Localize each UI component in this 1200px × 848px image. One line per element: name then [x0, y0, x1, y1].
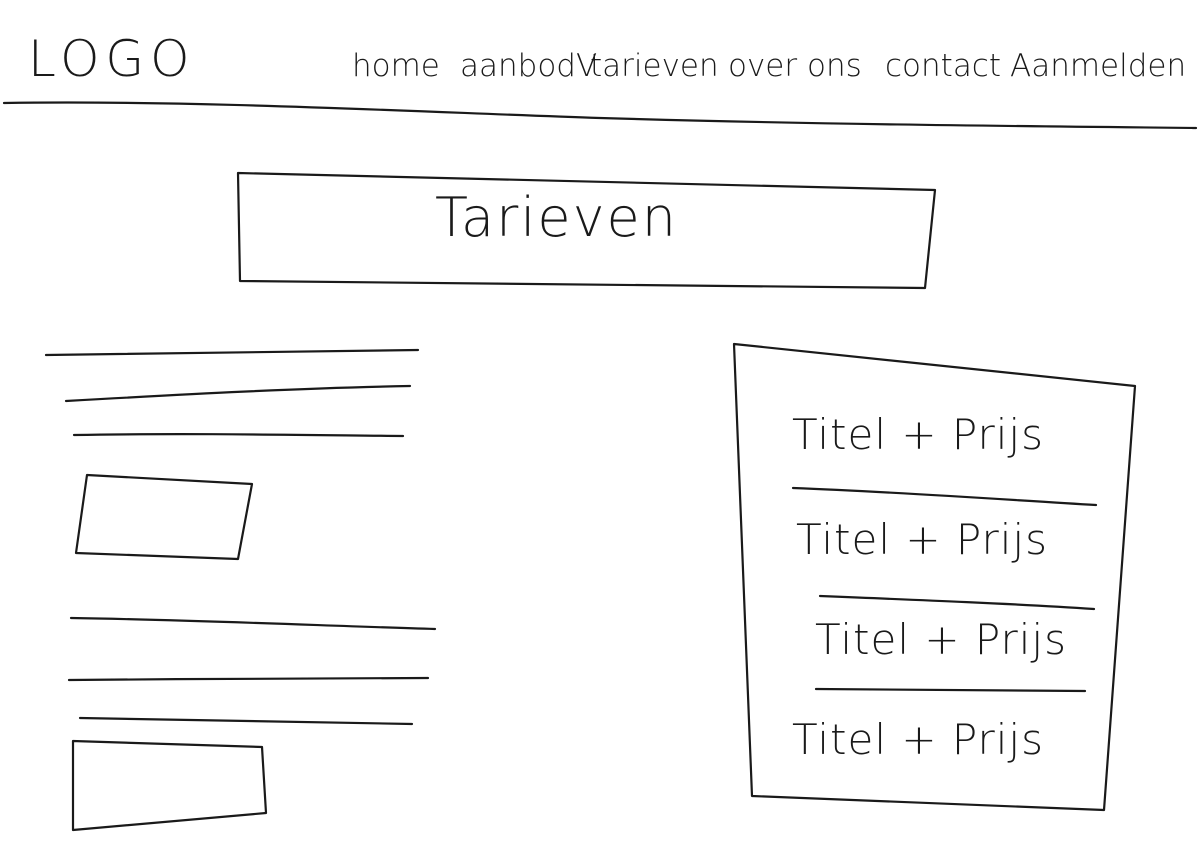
- hero-box: [236, 171, 937, 290]
- price-item: Titel + Prijs: [792, 715, 1044, 764]
- main-nav: home aanbodV tarieven over ons contact A…: [350, 48, 1190, 98]
- text-line: [69, 616, 437, 631]
- nav-tarieven[interactable]: tarieven: [590, 48, 719, 84]
- image-placeholder: [74, 473, 254, 561]
- price-item: Titel + Prijs: [815, 615, 1067, 664]
- nav-aanmelden[interactable]: Aanmelden: [1010, 48, 1187, 84]
- nav-aanbod-dropdown[interactable]: aanbodV: [460, 48, 598, 84]
- price-separator: [818, 594, 1096, 611]
- price-card-box: [732, 342, 1137, 812]
- price-item: Titel + Prijs: [796, 515, 1048, 564]
- text-line: [72, 433, 405, 438]
- nav-contact[interactable]: contact: [885, 48, 1002, 84]
- price-item: Titel + Prijs: [792, 410, 1044, 459]
- text-line: [67, 676, 430, 682]
- image-placeholder: [71, 739, 268, 832]
- text-line: [78, 716, 414, 726]
- price-separator: [791, 486, 1098, 507]
- header-divider: [2, 101, 1198, 130]
- text-line: [64, 384, 412, 403]
- page-title: Tarieven: [435, 186, 678, 249]
- price-separator: [814, 687, 1087, 693]
- text-line: [44, 348, 420, 357]
- nav-home[interactable]: home: [352, 48, 440, 84]
- logo[interactable]: LOGO: [28, 30, 196, 88]
- nav-over-ons[interactable]: over ons: [728, 48, 862, 84]
